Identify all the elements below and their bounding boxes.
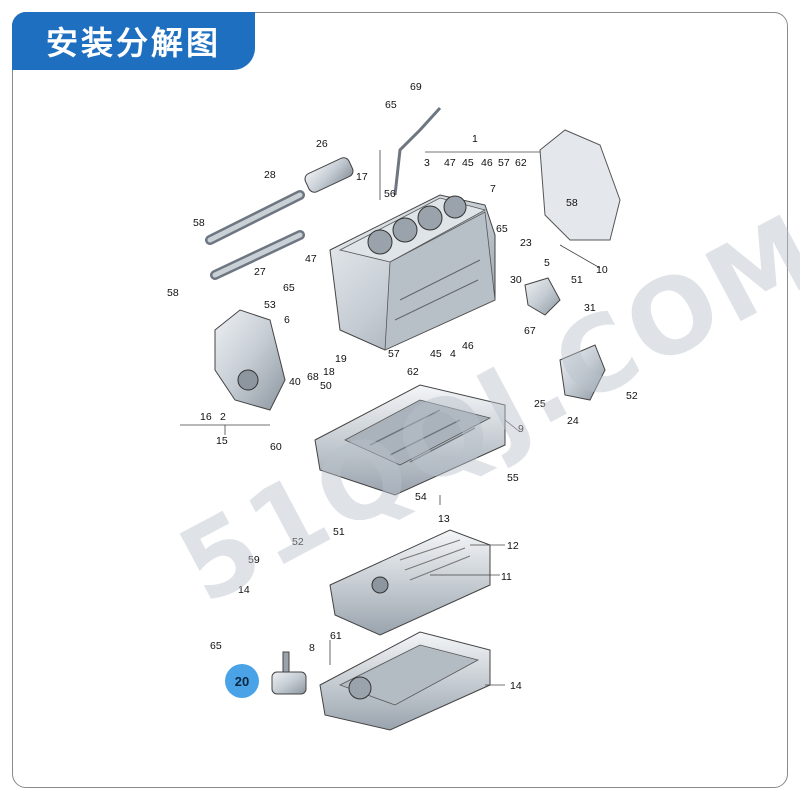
label-53: 53: [264, 299, 276, 311]
part-number-labels: 69 65 26 1 3 47 45 46 57 62 17 28 7 56 5…: [167, 81, 638, 692]
label-59: 59: [248, 554, 260, 566]
label-68: 68: [307, 371, 319, 383]
label-62-b: 62: [407, 366, 419, 378]
oil-level-sensor: [271, 651, 307, 695]
label-45-b: 45: [430, 348, 442, 360]
label-67: 67: [524, 325, 536, 337]
label-56: 56: [384, 188, 396, 200]
label-12: 12: [507, 540, 519, 552]
label-65-d: 65: [210, 640, 222, 652]
balance-shafts: [205, 190, 305, 280]
label-19: 19: [335, 353, 347, 365]
label-18: 18: [323, 366, 335, 378]
label-51-b: 51: [333, 526, 345, 538]
label-65: 65: [385, 99, 397, 111]
label-46: 46: [481, 157, 493, 169]
label-27: 27: [254, 266, 266, 278]
label-24: 24: [567, 415, 579, 427]
timing-cover: [214, 309, 286, 411]
label-26: 26: [316, 138, 328, 150]
label-10: 10: [596, 264, 608, 276]
label-47-b: 47: [305, 253, 317, 265]
lower-oil-pan: [319, 631, 491, 731]
label-51: 51: [571, 274, 583, 286]
label-2: 2: [220, 411, 226, 423]
label-3: 3: [424, 157, 430, 169]
label-1: 1: [472, 133, 478, 145]
label-50: 50: [320, 380, 332, 392]
label-14-a: 14: [238, 584, 250, 596]
label-9: 9: [518, 423, 524, 435]
tube-part: [304, 157, 354, 193]
label-62: 62: [515, 157, 527, 169]
label-65-b: 65: [496, 223, 508, 235]
callout-badge: 20: [225, 664, 259, 698]
label-25: 25: [534, 398, 546, 410]
label-54: 54: [415, 491, 427, 503]
oil-pump: [524, 277, 561, 316]
label-11: 11: [501, 571, 512, 583]
label-16: 16: [200, 411, 212, 423]
label-40: 40: [289, 376, 301, 388]
label-58-a: 58: [193, 217, 205, 229]
label-61: 61: [330, 630, 342, 642]
label-55: 55: [507, 472, 519, 484]
label-5: 5: [544, 257, 550, 269]
label-7: 7: [490, 183, 496, 195]
label-52-b: 52: [292, 536, 304, 548]
label-13: 13: [438, 513, 450, 525]
label-45: 45: [462, 157, 474, 169]
label-15: 15: [216, 435, 228, 447]
label-4: 4: [450, 348, 456, 360]
label-23: 23: [520, 237, 532, 249]
label-47: 47: [444, 157, 456, 169]
label-6: 6: [284, 314, 290, 326]
label-46-b: 46: [462, 340, 474, 352]
label-58-b: 58: [566, 197, 578, 209]
oil-module: [559, 344, 606, 401]
label-65-c: 65: [283, 282, 295, 294]
label-57: 57: [498, 157, 510, 169]
label-8: 8: [309, 642, 315, 654]
label-69: 69: [410, 81, 422, 93]
label-60: 60: [270, 441, 282, 453]
label-30: 30: [510, 274, 522, 286]
rear-cover-plate: [539, 129, 621, 241]
engine-block: [329, 194, 496, 351]
label-31: 31: [584, 302, 596, 314]
dipstick-guide: [393, 106, 442, 196]
baffle-plate: [329, 529, 491, 636]
label-52-a: 52: [626, 390, 638, 402]
leader-lines: [180, 150, 601, 686]
label-17: 17: [356, 171, 368, 183]
diagram-title-banner: 安装分解图: [12, 12, 255, 70]
label-58-c: 58: [167, 287, 179, 299]
label-57-b: 57: [388, 348, 400, 360]
label-14-b: 14: [510, 680, 522, 692]
label-28: 28: [264, 169, 276, 181]
upper-oil-pan: [314, 384, 506, 496]
